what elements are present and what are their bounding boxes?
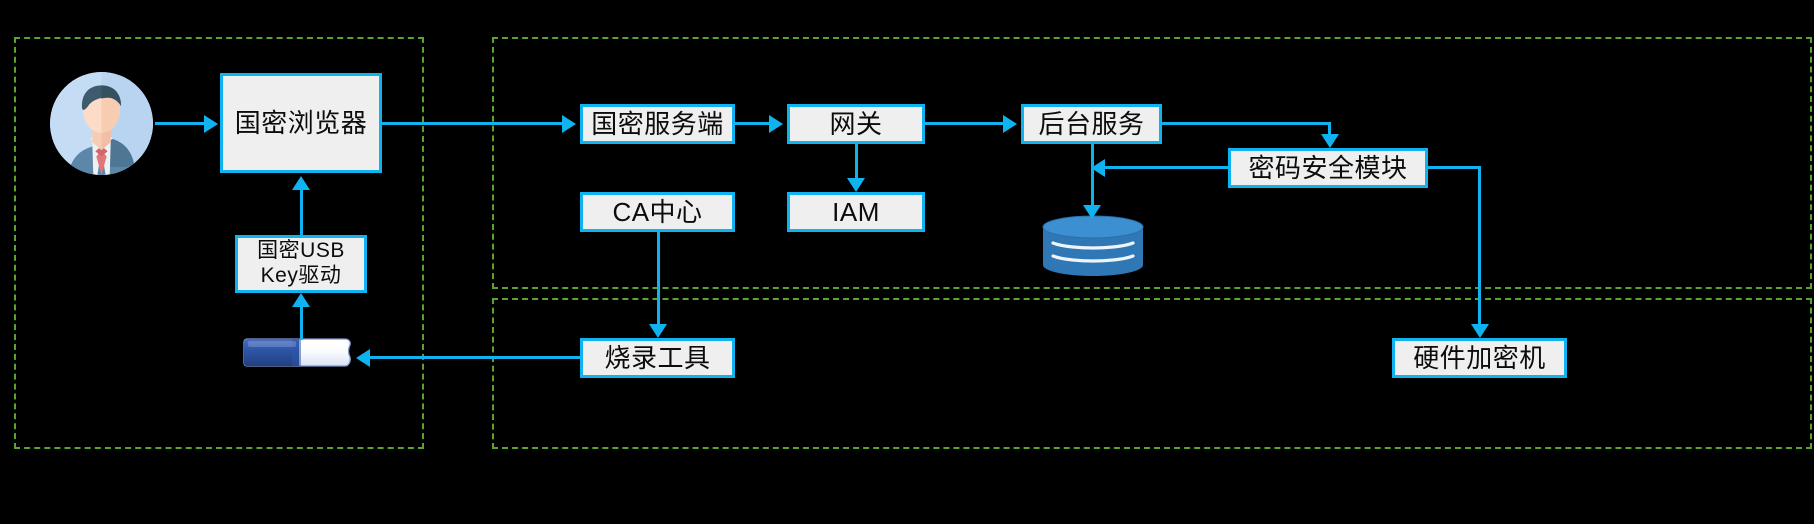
node-hsm-label: 硬件加密机 [1413,342,1546,373]
node-crypto-module-label: 密码安全模块 [1248,152,1408,183]
edge-gmserver-to-gateway-arrow [769,114,783,133]
edge-backend-to-crypto-v [1328,122,1331,134]
node-gm-browser-label: 国密浏览器 [234,107,368,138]
node-ca-center[interactable]: CA中心 [580,192,735,232]
edge-crypto-to-backend-h [1105,166,1228,169]
edge-crypto-to-hsm-v [1478,166,1481,324]
edge-user-to-browser [155,122,204,125]
edge-gmserver-to-gateway [735,122,769,125]
edge-crypto-to-hsm-h [1428,166,1480,169]
user-avatar-icon [50,72,153,175]
node-gm-server-label: 国密服务端 [591,108,724,139]
edge-backend-to-db [1090,144,1094,212]
edge-gateway-to-backend [925,122,1003,125]
node-hsm[interactable]: 硬件加密机 [1392,338,1567,378]
node-ca-center-label: CA中心 [612,196,703,227]
edge-user-to-browser-arrow [204,114,218,133]
avatar-svg [50,72,153,175]
edge-browser-to-gmserver [382,122,562,125]
edge-driver-to-browser [299,190,303,235]
node-gateway-label: 网关 [829,108,883,139]
edge-ca-to-burntool-arrow [649,324,667,338]
edge-browser-to-gmserver-arrow [562,114,576,133]
node-usbkey-driver-line1: 国密USB [257,239,345,263]
edge-burntool-to-usbdevice [370,356,580,359]
edge-ca-to-burntool [656,232,660,324]
zone-tooling [492,298,1812,449]
usb-key-device-icon [242,336,356,369]
node-backend-service-label: 后台服务 [1038,108,1145,139]
zone-server [492,37,1812,289]
edge-driver-to-browser-arrow [292,176,310,190]
edge-burntool-to-usbdevice-arrow [356,348,370,367]
usb-key-svg [243,338,351,367]
edge-crypto-to-backend-arrow [1091,158,1105,177]
edge-gateway-to-backend-arrow [1003,114,1017,133]
node-usbkey-driver-line2: Key驱动 [260,264,342,287]
node-gm-browser[interactable]: 国密浏览器 [220,73,382,173]
edge-backend-to-db-arrow [1083,205,1101,219]
edge-usbdevice-to-driver-arrow [292,293,310,307]
zone-client [14,37,424,449]
database-svg [1042,215,1144,276]
database-icon [1041,215,1145,277]
node-burn-tool[interactable]: 烧录工具 [580,338,735,378]
edge-gateway-to-iam [854,144,858,178]
node-gm-server[interactable]: 国密服务端 [580,104,735,144]
node-backend-service[interactable]: 后台服务 [1021,104,1162,144]
node-burn-tool-label: 烧录工具 [604,342,711,373]
edge-backend-to-crypto-h [1162,122,1331,125]
node-gateway[interactable]: 网关 [787,104,925,144]
node-usbkey-driver[interactable]: 国密USB Key驱动 [235,235,367,293]
edge-usbdevice-to-driver [299,307,303,340]
edge-gateway-to-iam-arrow [847,178,865,192]
node-iam[interactable]: IAM [787,192,925,232]
node-iam-label: IAM [832,196,880,227]
edge-crypto-to-hsm-arrow [1471,324,1489,338]
edge-backend-to-crypto-arrow [1321,134,1339,148]
node-crypto-module[interactable]: 密码安全模块 [1228,148,1428,188]
